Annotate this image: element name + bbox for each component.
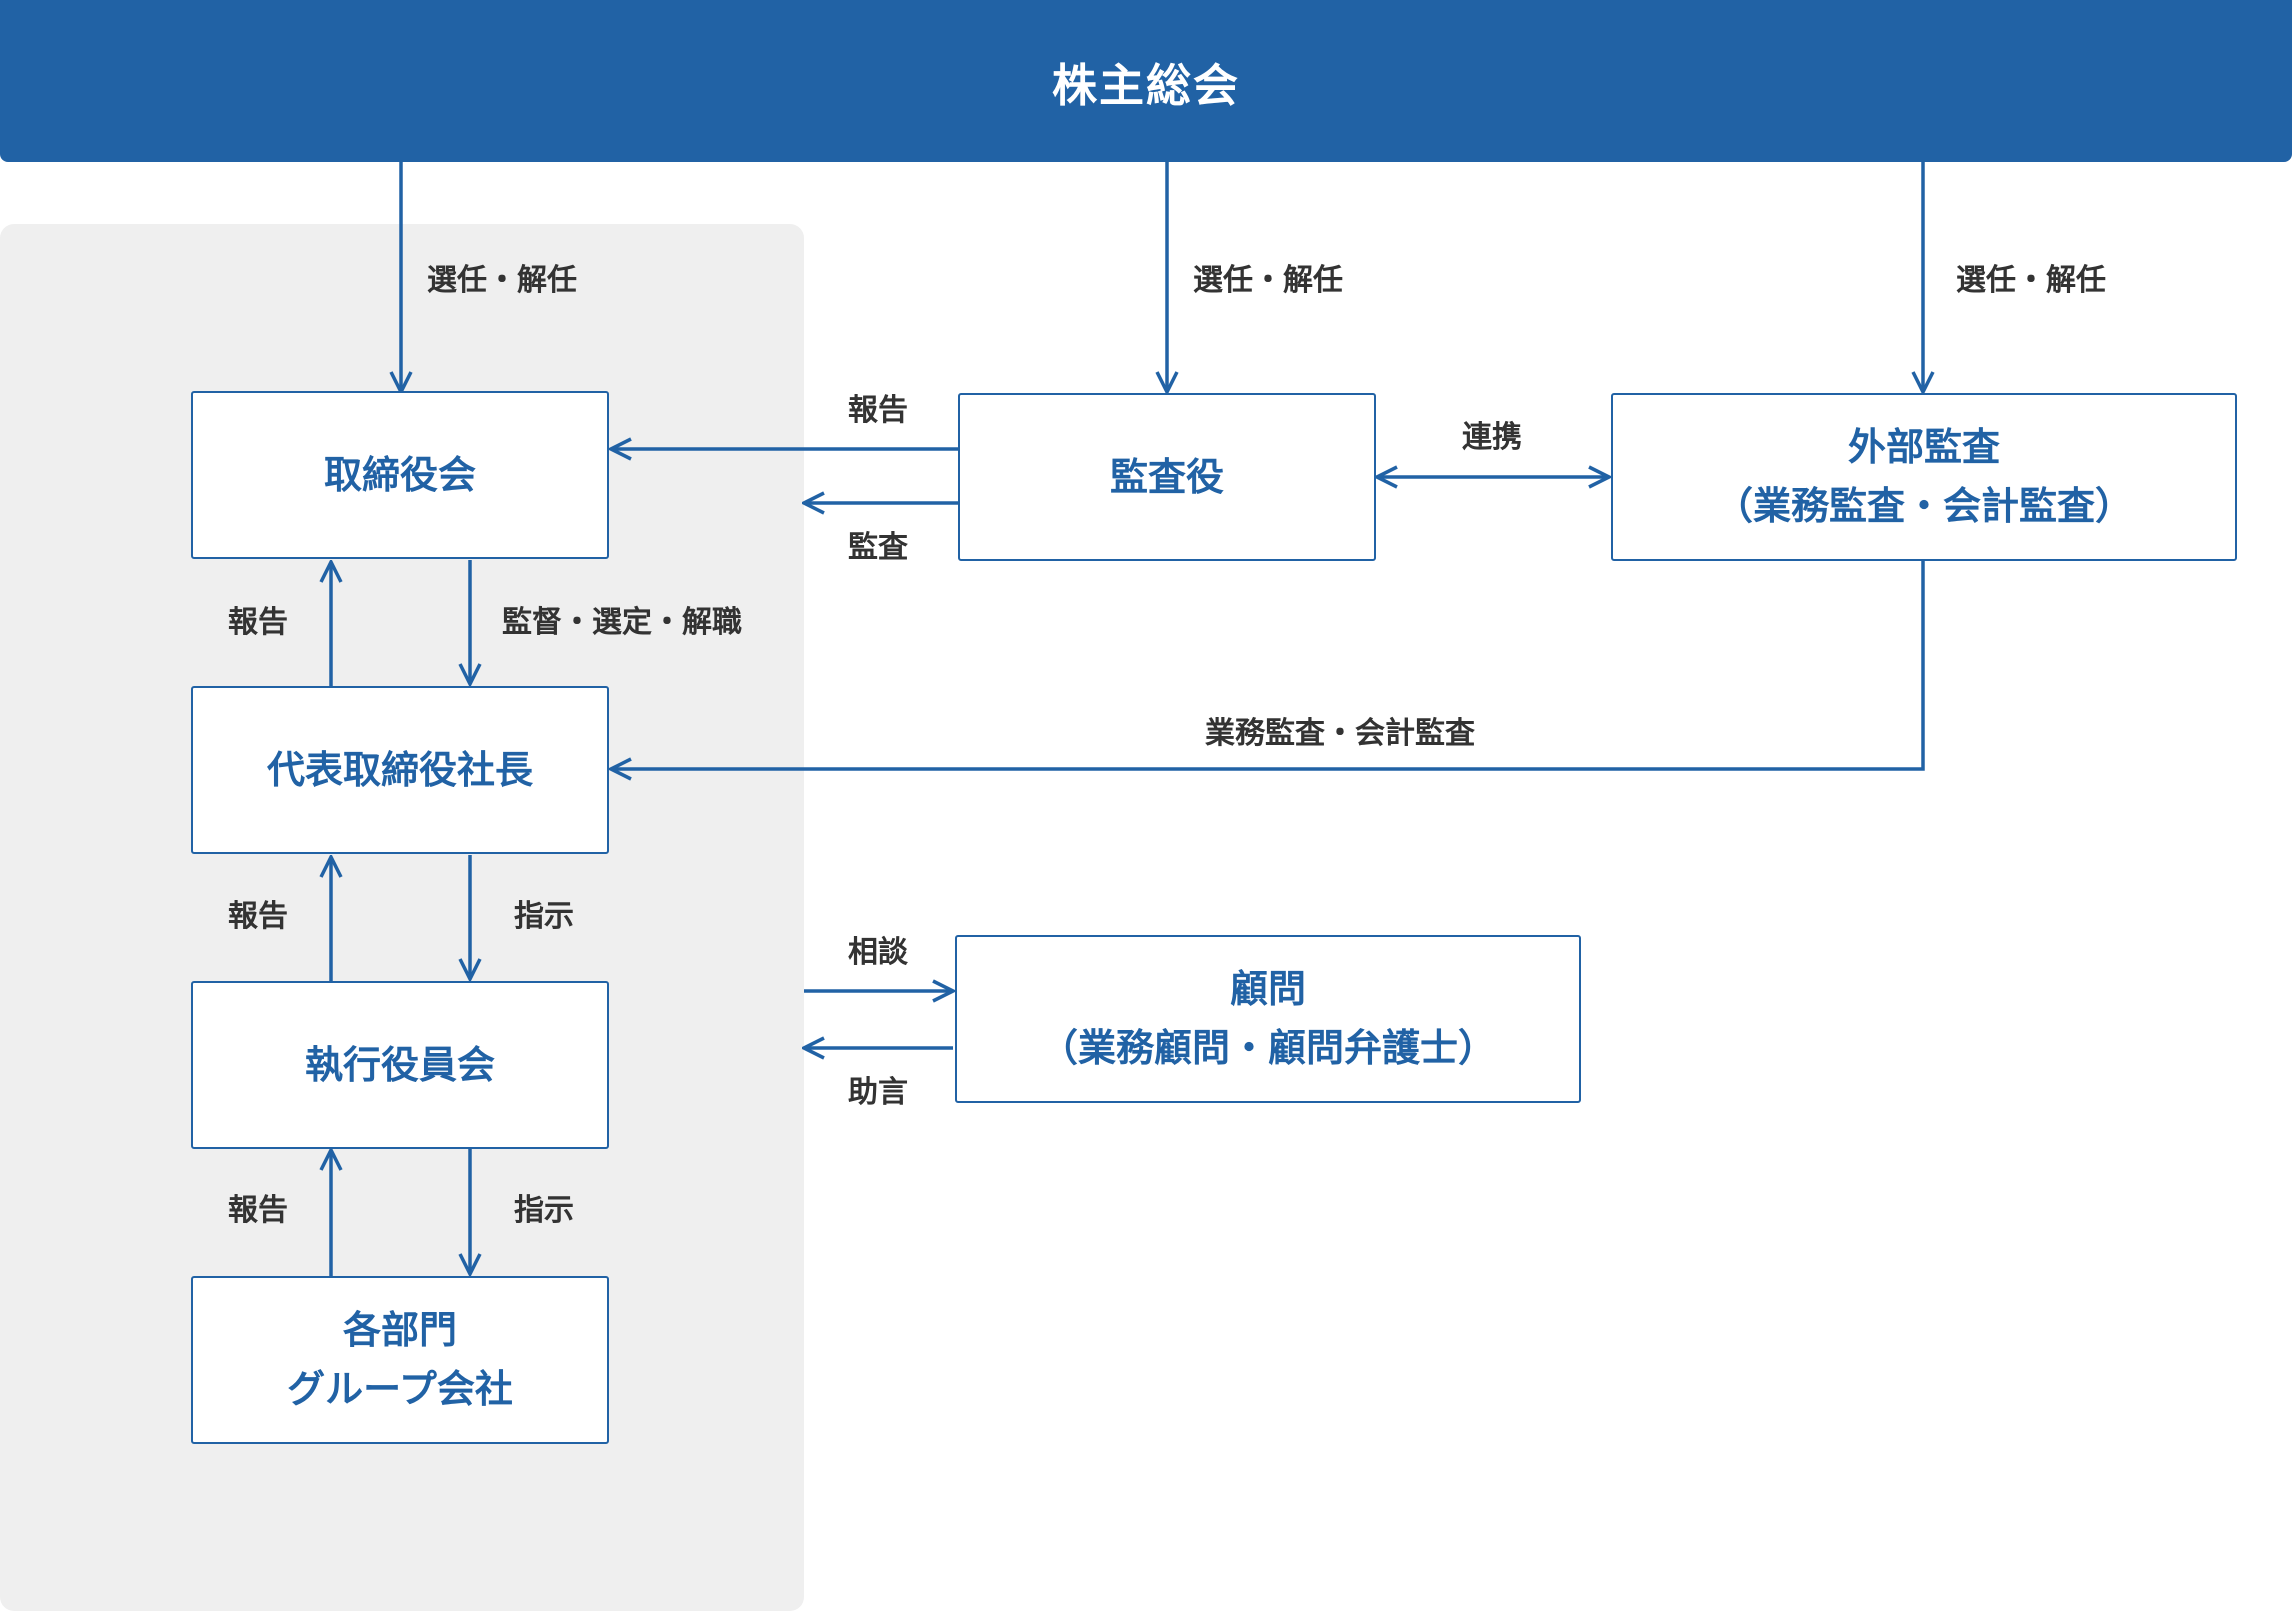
external-audit-subtitle: （業務監査・会計監査） — [1714, 484, 2133, 528]
label-advice: 助言 — [848, 1075, 908, 1110]
label-supervise: 監督・選定・解職 — [502, 605, 742, 640]
arrow-external-to-president — [611, 561, 1925, 769]
auditors-label: 監査役 — [1109, 454, 1224, 499]
shareholders-meeting-banner: 株主総会 — [0, 0, 2292, 162]
label-instruct-exec: 指示 — [514, 899, 574, 934]
label-external-to-president: 業務監査・会計監査 — [1205, 716, 1475, 751]
advisors-subtitle: （業務顧問・顧問弁護士） — [1039, 1026, 1496, 1070]
president-label: 代表取締役社長 — [266, 747, 533, 792]
departments-title: 各部門 — [342, 1308, 457, 1353]
label-elect-dismiss-auditors: 選任・解任 — [1193, 263, 1343, 298]
label-report-president: 報告 — [228, 605, 288, 640]
external-audit-title: 外部監査 — [1847, 425, 2000, 470]
auditors-box: 監査役 — [958, 393, 1376, 561]
label-cooperation: 連携 — [1462, 420, 1522, 455]
label-report-auditor: 報告 — [848, 393, 908, 428]
shareholders-meeting-label: 株主総会 — [1051, 58, 1240, 112]
departments-subtitle: グループ会社 — [287, 1367, 513, 1411]
president-box: 代表取締役社長 — [191, 686, 609, 854]
label-audit: 監査 — [848, 530, 908, 565]
label-elect-dismiss-external: 選任・解任 — [1956, 263, 2106, 298]
executive-committee-label: 執行役員会 — [304, 1042, 495, 1087]
advisors-box: 顧問 （業務顧問・顧問弁護士） — [955, 935, 1581, 1103]
executive-committee-box: 執行役員会 — [191, 981, 609, 1149]
board-of-directors-box: 取締役会 — [191, 391, 609, 559]
label-report-dept: 報告 — [228, 1193, 288, 1228]
departments-box: 各部門 グループ会社 — [191, 1276, 609, 1444]
label-report-exec: 報告 — [228, 899, 288, 934]
label-elect-dismiss-board: 選任・解任 — [427, 263, 577, 298]
label-instruct-dept: 指示 — [514, 1193, 574, 1228]
external-audit-box: 外部監査 （業務監査・会計監査） — [1611, 393, 2237, 561]
advisors-title: 顧問 — [1229, 967, 1306, 1012]
label-consult: 相談 — [848, 935, 908, 970]
board-of-directors-label: 取締役会 — [323, 452, 476, 497]
